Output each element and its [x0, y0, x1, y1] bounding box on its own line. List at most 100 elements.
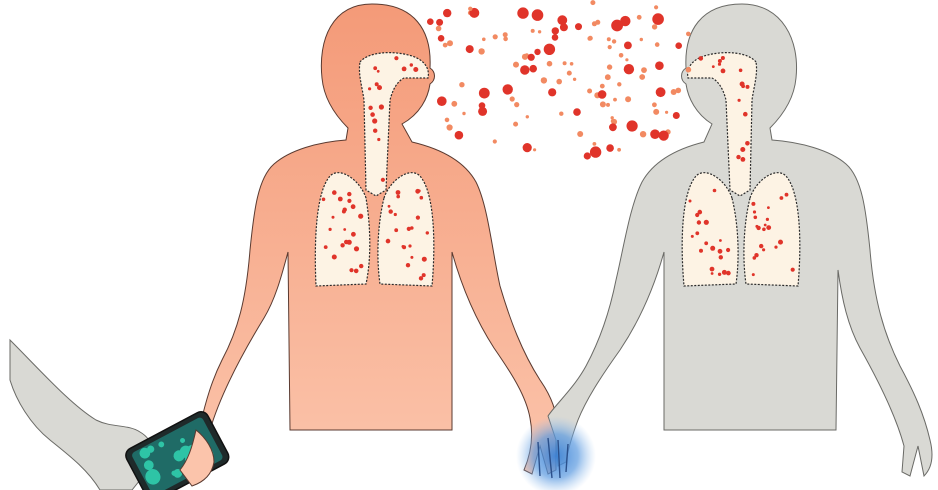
droplet: [606, 144, 614, 152]
lung-droplet: [386, 239, 391, 244]
lung-droplet: [426, 231, 429, 234]
lung-droplet: [324, 245, 328, 249]
droplet: [447, 40, 453, 46]
droplet: [459, 82, 464, 87]
lung-droplet: [756, 226, 760, 230]
droplet: [607, 64, 612, 69]
lung-droplet: [347, 240, 352, 245]
lung-droplet: [419, 276, 423, 280]
hand-contact-glow: [516, 416, 596, 490]
droplet: [556, 79, 562, 85]
droplet: [675, 42, 682, 49]
droplet: [637, 15, 642, 20]
lung-droplet: [721, 56, 725, 60]
lung-droplet: [407, 227, 411, 231]
lung-droplet: [351, 204, 356, 209]
lung-droplet: [746, 85, 750, 89]
droplet: [659, 131, 669, 141]
lung-droplet: [340, 243, 344, 247]
droplet: [600, 101, 606, 107]
lung-droplet: [370, 112, 375, 117]
lung-droplet: [691, 235, 694, 238]
droplet: [650, 129, 660, 139]
lung-droplet: [697, 220, 701, 224]
droplet: [520, 65, 529, 74]
droplet: [493, 139, 497, 143]
lung-droplet: [774, 246, 777, 249]
lung-droplet: [745, 141, 750, 146]
droplet: [656, 87, 666, 97]
lung-droplet: [416, 216, 420, 220]
lung-droplet: [764, 224, 767, 227]
lung-droplet: [332, 216, 335, 219]
lung-droplet: [388, 205, 391, 208]
lung-droplet: [410, 256, 413, 259]
droplet: [563, 61, 567, 65]
lung-droplet: [754, 253, 758, 257]
lung-droplet: [726, 248, 730, 252]
lung-droplet: [389, 209, 393, 213]
droplet: [611, 119, 615, 123]
lung-droplet: [759, 244, 763, 248]
lung-droplet: [719, 255, 723, 259]
droplet: [552, 27, 559, 34]
lung-droplet: [410, 63, 413, 66]
droplet: [547, 61, 553, 67]
lung-droplet: [343, 228, 346, 231]
lung-droplet: [349, 268, 353, 272]
droplet: [584, 152, 591, 159]
lung-droplet: [718, 63, 721, 66]
droplet: [557, 15, 567, 25]
droplet: [619, 53, 624, 58]
lung-droplet: [329, 228, 332, 231]
droplet: [640, 131, 646, 137]
droplet: [427, 18, 434, 25]
lung-droplet: [332, 190, 337, 195]
droplet: [625, 58, 628, 61]
lung-droplet: [739, 69, 743, 73]
droplet: [654, 5, 658, 9]
droplet: [503, 37, 508, 42]
droplet: [595, 20, 600, 25]
droplet: [534, 49, 540, 55]
droplet: [529, 65, 537, 73]
lung-droplet: [711, 272, 714, 275]
lung-droplet: [408, 244, 411, 247]
lung-droplet: [381, 178, 385, 182]
lung-droplet: [699, 249, 703, 253]
lung-droplet: [354, 246, 359, 251]
lung-droplet: [753, 210, 756, 213]
droplet: [624, 64, 634, 74]
droplet: [462, 112, 465, 115]
lung-droplet: [722, 270, 727, 275]
droplet: [590, 0, 595, 5]
lung-droplet: [372, 118, 377, 123]
lung-droplet: [752, 273, 755, 276]
lung-droplet: [704, 241, 708, 245]
droplet: [612, 39, 616, 43]
droplet: [510, 96, 515, 101]
lung-droplet: [422, 257, 427, 262]
droplet: [514, 102, 519, 107]
lung-droplet: [743, 112, 748, 117]
droplet: [639, 74, 645, 80]
lung-droplet: [738, 99, 741, 102]
lung-droplet: [422, 273, 426, 277]
lung-droplet: [689, 200, 692, 203]
droplet: [447, 124, 453, 130]
droplet: [641, 67, 647, 73]
lung-droplet: [721, 69, 726, 74]
lung-droplet: [351, 232, 356, 237]
droplet: [611, 20, 623, 32]
droplet: [437, 96, 447, 106]
lung-droplet: [377, 70, 380, 73]
droplet: [606, 103, 610, 107]
droplet: [587, 89, 592, 94]
lung-droplet: [354, 269, 359, 274]
lung-droplet: [718, 249, 723, 254]
lung-droplet: [710, 267, 715, 272]
lung-droplet: [394, 56, 398, 60]
droplet: [438, 35, 445, 42]
droplet: [605, 74, 611, 80]
